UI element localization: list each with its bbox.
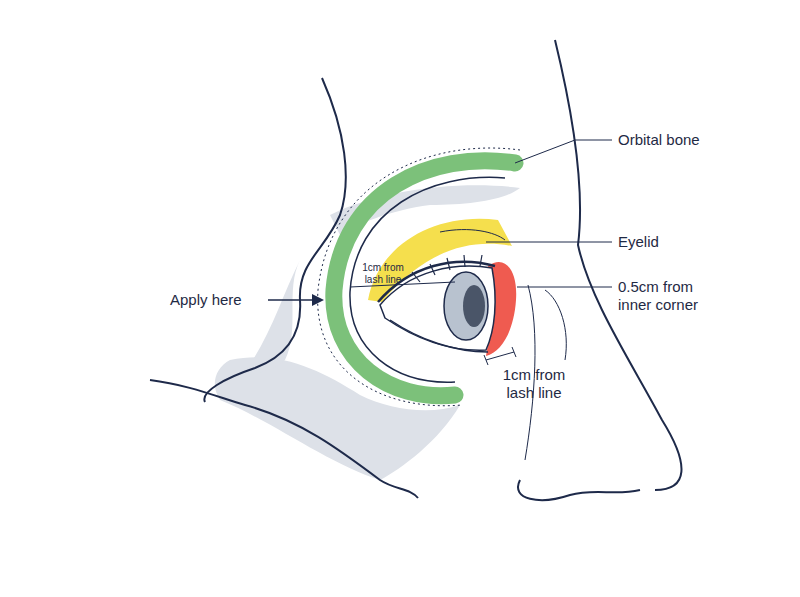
cheek-line (545, 290, 566, 360)
leader-line (515, 140, 612, 163)
temple-contour (204, 78, 345, 402)
nostril-line (518, 480, 640, 500)
cheek-contour (150, 380, 418, 498)
pointer-arrow (268, 299, 318, 301)
dotted-outline (318, 148, 520, 406)
cheek-shade (215, 357, 460, 480)
leader-line (517, 287, 612, 288)
dimension-label: 1cm from lash line (494, 366, 574, 402)
part-label: Eyelid (618, 233, 768, 251)
dimension-line (484, 347, 516, 365)
pupil (463, 285, 485, 327)
dimension-label: 0.5cm from inner corner (618, 278, 730, 314)
lid-crease (440, 230, 505, 240)
dimension-label: 1cm from lash line (352, 262, 414, 286)
nose-profile (555, 40, 681, 490)
lower-lash-line (390, 320, 488, 352)
leader-line (486, 242, 612, 243)
pointer-label: Apply here (170, 291, 270, 309)
orbital-band (334, 161, 515, 396)
orbit-rim (350, 177, 505, 382)
part-label: Orbital bone (618, 131, 768, 149)
eyelashes (412, 255, 482, 282)
arrow-head (312, 294, 324, 306)
